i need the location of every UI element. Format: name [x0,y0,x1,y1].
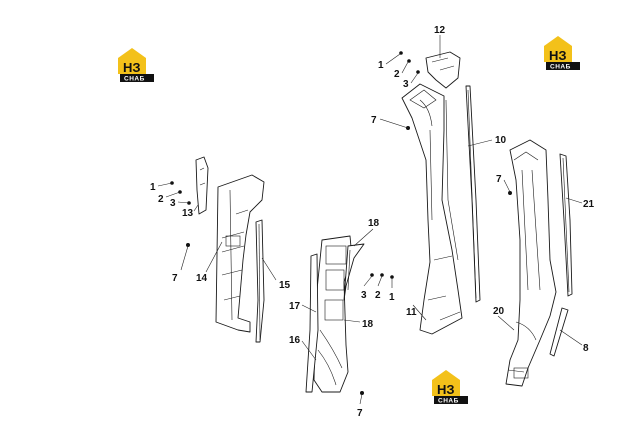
part-12-top-bracket [425,51,461,89]
callout-1: 1 [150,182,156,193]
svg-text:СНАБ: СНАБ [124,76,145,83]
svg-text:НЗ: НЗ [123,60,141,75]
callout-1: 1 [389,292,395,303]
brand-logo-top-right: НЗ СНАБ [544,36,580,71]
callout-15: 15 [279,280,291,291]
part-21-seal-strip [559,153,573,297]
callout-21: 21 [583,199,595,210]
callout-12: 12 [434,25,446,36]
callout-16: 16 [289,335,301,346]
svg-text:НЗ: НЗ [549,48,567,63]
callout-2: 2 [375,290,381,301]
callout-14: 14 [196,273,208,284]
part-11-a-pillar [401,83,463,335]
brand-logo-bottom: НЗ СНАБ [432,370,468,405]
callout-1: 1 [378,60,384,71]
part-15-seal-strip [255,219,265,343]
part-16-lower-trim [313,235,353,393]
callout-labels: 12 1 2 3 7 10 7 21 1 2 3 13 7 14 15 18 3… [150,25,595,419]
leader-lines [157,35,583,405]
brand-logo-top-left: НЗ СНАБ [118,48,154,83]
callout-8: 8 [583,343,589,354]
part-18-side-panel [343,243,365,301]
callout-2: 2 [158,194,164,205]
callout-18: 18 [362,319,374,330]
callout-18: 18 [368,218,380,229]
svg-text:СНАБ: СНАБ [550,64,571,71]
callout-20: 20 [493,306,505,317]
part-10-seal-strip [465,85,481,303]
callout-2: 2 [394,69,400,80]
part-20-b-pillar [505,139,557,387]
callout-17: 17 [289,301,301,312]
callout-13: 13 [182,208,194,219]
part-13-bracket [195,156,209,215]
part-17-seal-strip [305,253,319,393]
part-8-seal-strip [549,307,569,357]
part-14-pillar-trim [215,174,265,333]
svg-text:СНАБ: СНАБ [438,398,459,405]
callout-3: 3 [170,198,176,209]
callout-3: 3 [361,290,367,301]
callout-7: 7 [172,273,178,284]
callout-7: 7 [357,408,363,419]
callout-7: 7 [371,115,377,126]
callout-11: 11 [406,307,417,318]
callout-10: 10 [495,135,507,146]
callout-7: 7 [496,174,502,185]
callout-3: 3 [403,79,409,90]
svg-text:НЗ: НЗ [437,382,455,397]
